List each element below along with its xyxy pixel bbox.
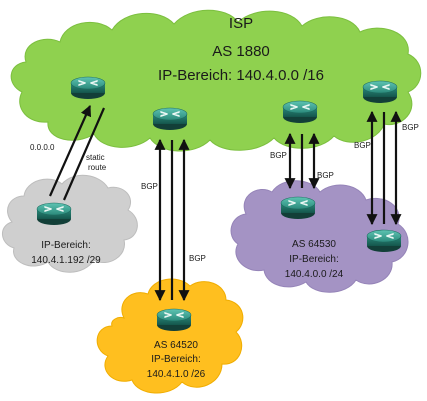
router-icon: [282, 100, 318, 124]
bottom-cloud-label-2: IP-Bereich:: [151, 354, 200, 365]
right-cloud: [230, 180, 409, 293]
bottom-cloud-label-3: 140.4.1.0 /26: [147, 369, 206, 380]
bgp-label: BGP: [141, 182, 158, 191]
left-cloud-label-2: 140.4.1.192 /29: [31, 255, 101, 266]
bgp-label: BGP: [270, 151, 287, 160]
links: [48, 104, 402, 302]
router-icon: [36, 202, 72, 226]
isp-title: ISP: [229, 15, 253, 32]
link-static-route: [62, 107, 106, 201]
bottom-cloud-label-1: AS 64520: [154, 340, 198, 351]
static-route-label-1: static: [86, 153, 105, 162]
router-icon: [156, 308, 192, 332]
router-icon: [280, 196, 316, 220]
left-cloud: [2, 174, 138, 273]
default-route-label: 0.0.0.0: [30, 143, 55, 152]
link-default-route: [48, 104, 92, 197]
bgp-label: BGP: [402, 123, 419, 132]
right-cloud-label-3: 140.4.0.0 /24: [285, 269, 344, 280]
static-route-label-2: route: [88, 163, 107, 172]
bgp-label: BGP: [354, 141, 371, 150]
right-cloud-label-1: AS 64530: [292, 239, 336, 250]
right-cloud-label-2: IP-Bereich:: [289, 254, 338, 265]
router-icon: [70, 76, 106, 100]
isp-as: AS 1880: [212, 43, 270, 60]
router-icon: [362, 80, 398, 104]
router-icon: [152, 107, 188, 131]
bgp-label: BGP: [317, 171, 334, 180]
isp-range: IP-Bereich: 140.4.0.0 /16: [158, 67, 324, 84]
left-cloud-label-1: IP-Bereich:: [41, 240, 90, 251]
bgp-label: BGP: [189, 254, 206, 263]
isp-cloud: [10, 9, 422, 152]
router-icon: [366, 229, 402, 253]
